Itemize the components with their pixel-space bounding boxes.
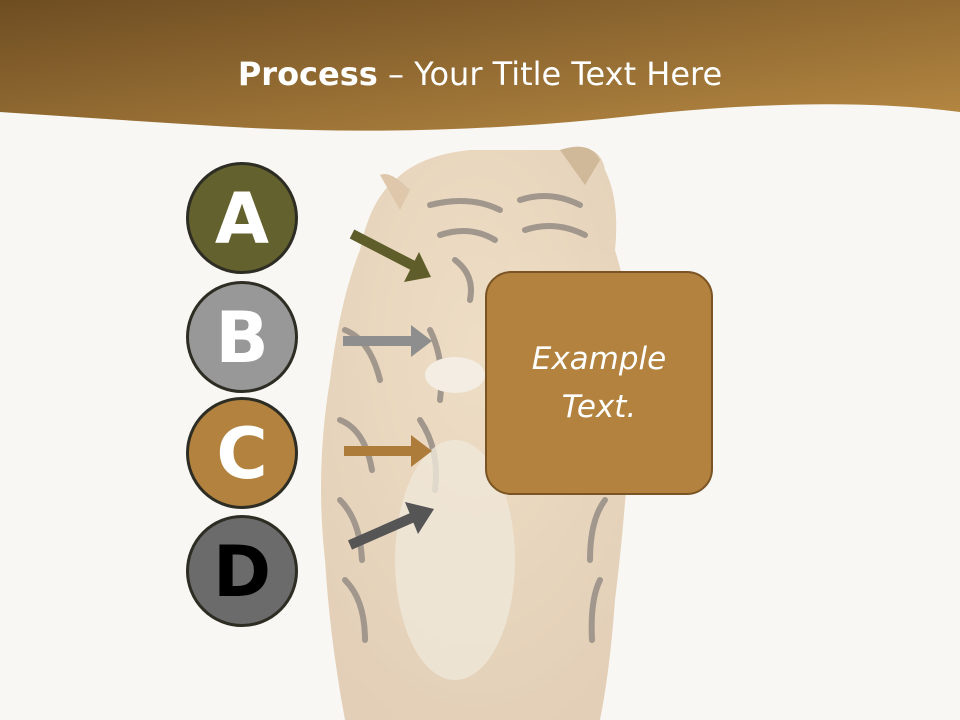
title-bold: Process [237, 55, 378, 93]
arrow-a [349, 229, 431, 282]
step-circle-a: A [186, 162, 298, 274]
step-letter-b: B [215, 297, 269, 379]
arrow-d [347, 502, 434, 550]
step-letter-d: D [212, 531, 272, 613]
header-band [0, 0, 960, 131]
arrow-c [344, 435, 432, 467]
arrow-b [343, 325, 432, 357]
step-circle-b: B [186, 281, 298, 393]
title-dash: – [377, 55, 415, 93]
example-text: Example Text. [531, 341, 667, 425]
step-letter-c: C [216, 413, 268, 495]
step-letter-a: A [214, 178, 270, 260]
step-circle-c: C [186, 397, 298, 509]
example-text-box: Example Text. [485, 271, 713, 495]
step-circle-d: D [186, 515, 298, 627]
slide-title: Process – Your Title Text Here [0, 52, 960, 96]
title-rest: Your Title Text Here [414, 55, 723, 93]
